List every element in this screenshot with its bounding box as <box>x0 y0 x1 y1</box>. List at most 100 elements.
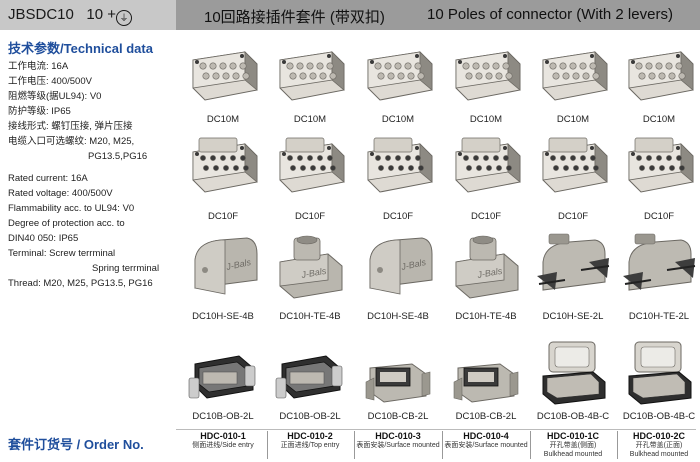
product-label: DC10B-CB-2L <box>367 411 429 422</box>
order-code-description: 侧面进线/Side entry <box>192 442 254 449</box>
technical-data-title: 技术参数/Technical data <box>8 41 153 56</box>
order-code: HDC-010-1 <box>200 431 246 441</box>
svg-text:J-Bals: J-Bals <box>300 266 328 280</box>
product-image <box>621 40 697 113</box>
product-label: DC10F <box>294 211 326 222</box>
order-code: HDC-010-3 <box>375 431 421 441</box>
product-series-code: JBSDC10 10 +⏚ <box>8 6 132 26</box>
order-code-description: 开孔带盖(正面) <box>635 442 683 449</box>
product-label: DC10M <box>642 114 676 125</box>
header-bar: JBSDC10 10 +⏚ 10回路接插件套件 (带双扣) 10 Poles o… <box>0 0 700 30</box>
spec-line: 工作电压: 400/500V <box>8 76 92 87</box>
product-label: DC10F <box>557 211 589 222</box>
product-image <box>621 338 697 411</box>
spec-line: Rated current: 16A <box>8 173 88 184</box>
product-label: DC10B-OB-4B-C <box>536 411 610 422</box>
product-image <box>535 40 611 113</box>
product-image: J-Bals <box>185 232 261 305</box>
spec-line: Thread: M20, M25, PG13.5, PG16 <box>8 278 153 289</box>
product-label: DC10B-OB-2L <box>192 411 254 422</box>
order-code: HDC-010-4 <box>463 431 509 441</box>
product-image <box>535 338 611 411</box>
order-separator <box>354 431 355 459</box>
order-code: HDC-010-2C <box>632 431 685 441</box>
product-image <box>621 132 697 205</box>
product-label: DC10M <box>293 114 327 125</box>
product-image <box>448 132 524 205</box>
order-code: HDC-010-1C <box>546 431 599 441</box>
header-right-panel <box>176 0 700 30</box>
order-code-description-en: Bulkhead mounted <box>543 451 603 458</box>
order-code-description: 正面进线/Top entry <box>280 442 340 449</box>
product-label: DC10H-TE-4B <box>455 311 517 322</box>
product-label: DC10H-TE-4B <box>279 311 341 322</box>
product-label: DC10F <box>207 211 239 222</box>
spec-line: Flammability acc. to UL94: V0 <box>8 203 135 214</box>
product-image <box>360 132 436 205</box>
order-code: HDC-010-2 <box>287 431 333 441</box>
product-label: DC10B-OB-4B-C <box>622 411 696 422</box>
product-image <box>360 338 436 411</box>
order-number-title: 套件订货号 / Order No. <box>8 437 144 452</box>
product-image <box>360 40 436 113</box>
order-separator <box>442 431 443 459</box>
product-label: DC10H-SE-4B <box>192 311 254 322</box>
order-code-description: 开孔带盖(侧面) <box>549 442 597 449</box>
order-divider <box>176 429 696 430</box>
product-label: DC10M <box>556 114 590 125</box>
product-image: J-Bals <box>448 232 524 305</box>
product-label: DC10B-CB-2L <box>455 411 517 422</box>
spec-line: Rated voltage: 400/500V <box>8 188 113 199</box>
product-image: J-Bals <box>272 232 348 305</box>
order-code-description: 表面安装/Surface mounted <box>356 442 440 449</box>
product-label: DC10H-SE-4B <box>367 311 429 322</box>
order-separator <box>617 431 618 459</box>
product-label: DC10F <box>470 211 502 222</box>
product-label: DC10F <box>382 211 414 222</box>
product-image: J-Bals <box>360 232 436 305</box>
spec-line: 电缆入口可选螺纹: M20, M25, <box>8 136 135 147</box>
poles-count: 10 + <box>86 6 116 23</box>
spec-line: 工作电流: 16A <box>8 61 69 72</box>
product-image <box>272 40 348 113</box>
product-image <box>272 338 348 411</box>
product-image <box>185 338 261 411</box>
order-code-description-en: Bulkhead mounted <box>629 451 689 458</box>
header-left-panel: JBSDC10 10 +⏚ <box>0 0 176 30</box>
order-separator <box>530 431 531 459</box>
spec-line: 阻燃等级(据UL94): V0 <box>8 91 102 102</box>
spec-line: Spring terrminal <box>92 263 160 274</box>
order-separator <box>267 431 268 459</box>
spec-line: 接线形式: 螺钉压接, 弹片压接 <box>8 121 133 132</box>
product-image <box>535 132 611 205</box>
title-english: 10 Poles of connector (With 2 levers) <box>427 6 673 23</box>
product-image <box>185 40 261 113</box>
product-label: DC10F <box>643 211 675 222</box>
product-image <box>535 232 611 305</box>
order-code-description: 表面安装/Surface mounted <box>444 442 528 449</box>
series-code: JBSDC10 <box>8 6 74 23</box>
ground-symbol-icon: ⏚ <box>116 10 132 26</box>
product-image <box>272 132 348 205</box>
spec-line: Degree of protection acc. to <box>8 218 125 229</box>
svg-text:J-Bals: J-Bals <box>476 266 504 280</box>
product-label: DC10H-SE-2L <box>542 311 604 322</box>
product-label: DC10H-TE-2L <box>628 311 690 322</box>
product-image <box>621 232 697 305</box>
product-label: DC10M <box>381 114 415 125</box>
product-label: DC10M <box>206 114 240 125</box>
spec-line: PG13.5,PG16 <box>88 151 148 162</box>
product-image <box>448 338 524 411</box>
product-label: DC10B-OB-2L <box>279 411 341 422</box>
product-label: DC10M <box>469 114 503 125</box>
spec-line: DIN40 050: IP65 <box>8 233 79 244</box>
spec-line: Terminal: Screw terrminal <box>8 248 116 259</box>
product-image <box>185 132 261 205</box>
title-chinese: 10回路接插件套件 (带双扣) <box>204 9 385 26</box>
